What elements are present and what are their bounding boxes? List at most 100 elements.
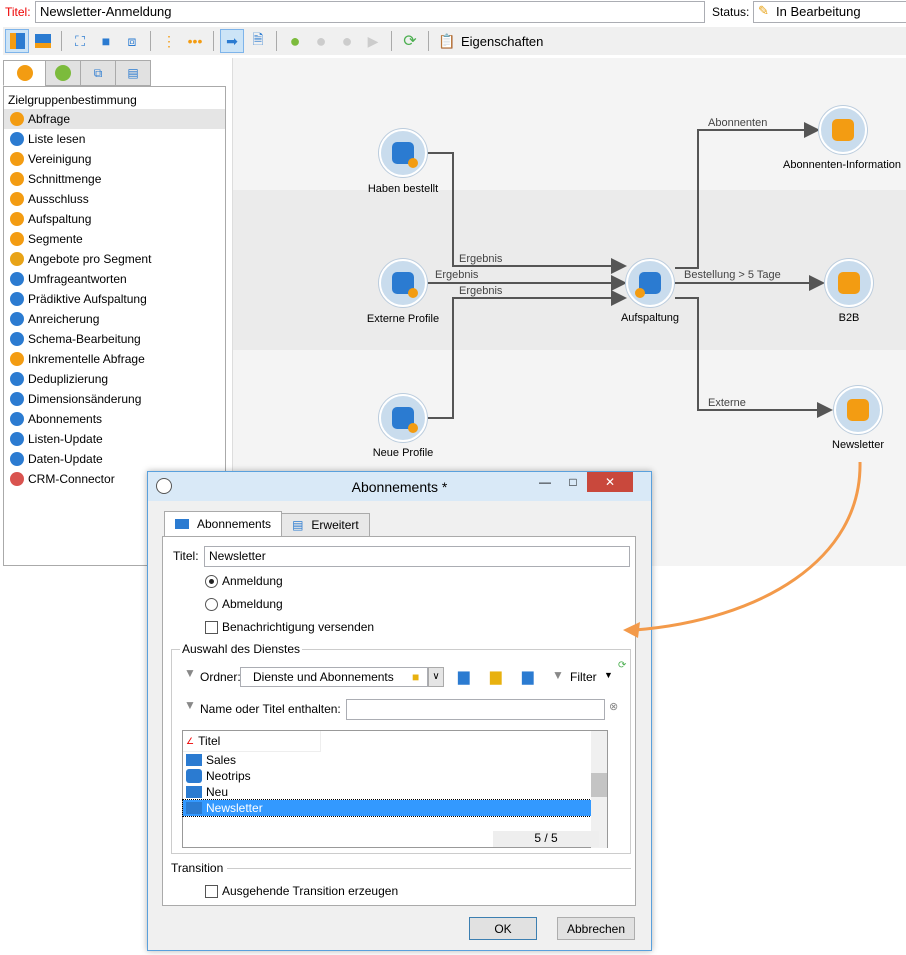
tab-events[interactable]: ▤ (115, 60, 151, 86)
palette-item-label: Schnittmenge (28, 172, 102, 186)
node-b2b[interactable] (825, 259, 873, 307)
tab-actions[interactable]: ⧉ (80, 60, 116, 86)
node-haben-bestellt[interactable] (379, 129, 427, 177)
scrollbar[interactable] (591, 731, 607, 848)
palette-item-label: Umfrageantworten (28, 272, 127, 286)
open-folder-icon[interactable]: ▆ (490, 668, 502, 685)
palette-item[interactable]: Listen-Update (4, 429, 225, 449)
envelope-icon (175, 519, 189, 529)
table-row[interactable]: Neotrips (183, 768, 601, 784)
folder-settings-icon[interactable]: ▆ (522, 668, 534, 685)
minimize-button[interactable]: — (539, 475, 551, 489)
node-externe-profile[interactable] (379, 259, 427, 307)
palette-item[interactable]: Inkrementelle Abfrage (4, 349, 225, 369)
step-icon[interactable]: ▶ (367, 32, 379, 49)
table-row[interactable]: Sales (183, 752, 601, 768)
stop-icon[interactable]: ● (341, 30, 353, 51)
toolbar: ⛶ ■ ⧈ ⋮ ••• ➡ 🗎 ● ● ● ▶ ⟳ 📋 Eigenschafte… (3, 27, 906, 55)
properties-button[interactable]: Eigenschaften (461, 33, 544, 49)
envelope-icon (186, 786, 202, 798)
palette-item-label: Prädiktive Aufspaltung (28, 292, 147, 306)
vertical-dots-icon[interactable]: ⋮ (162, 32, 176, 49)
palette-item[interactable]: Abfrage (4, 109, 225, 129)
node-newsletter[interactable] (834, 386, 882, 434)
palette-item[interactable]: Anreicherung (4, 309, 225, 329)
app-icon (186, 769, 202, 783)
activity-icon (10, 212, 24, 226)
folder-select[interactable]: Dienste und Abonnements (240, 667, 428, 687)
notify-checkbox[interactable]: Benachrichtigung versenden (205, 620, 374, 634)
activity-icon (10, 112, 24, 126)
envelope-icon (186, 754, 202, 766)
cancel-button[interactable]: Abbrechen (557, 917, 635, 940)
palette-item[interactable]: Dimensionsänderung (4, 389, 225, 409)
palette-item[interactable]: Ausschluss (4, 189, 225, 209)
transition-checkbox[interactable]: Ausgehende Transition erzeugen (205, 884, 398, 898)
filter-dropdown-icon[interactable]: ▼ (604, 670, 613, 680)
transition-group: Transition (171, 861, 631, 875)
fit-page-button[interactable]: ⧈ (127, 32, 137, 49)
play-icon[interactable]: ● (289, 30, 301, 51)
palette-tabs: ⧉ ▤ (3, 60, 151, 86)
palette-item[interactable]: Schnittmenge (4, 169, 225, 189)
tab-flow-control[interactable] (45, 60, 81, 86)
palette-item-label: Ausschluss (28, 192, 89, 206)
horizontal-dots-icon[interactable]: ••• (187, 33, 203, 49)
filter-button[interactable]: Filter (570, 670, 597, 684)
tab-abonnements[interactable]: Abonnements (164, 511, 283, 537)
pause-icon[interactable]: ● (315, 30, 327, 51)
refresh-icon[interactable]: ⟳ (618, 660, 627, 671)
palette-item[interactable]: Abonnements (4, 409, 225, 429)
palette-item-label: Inkrementelle Abfrage (28, 352, 145, 366)
palette-item[interactable]: Vereinigung (4, 149, 225, 169)
folder-up-icon[interactable]: ▆ (458, 668, 470, 685)
info-document-button[interactable]: 🗎 (252, 31, 264, 47)
layout-vertical-button[interactable] (5, 29, 29, 53)
ok-button[interactable]: OK (469, 917, 537, 940)
close-button[interactable]: ✕ (587, 472, 633, 492)
radio-unsubscribe[interactable]: Abmeldung (205, 597, 283, 611)
funnel-icon: ▼ (184, 666, 196, 680)
palette-item[interactable]: Angebote pro Segment (4, 249, 225, 269)
node-aufspaltung[interactable] (626, 259, 674, 307)
filter-icon[interactable]: ▼ (552, 668, 564, 682)
status-value: In Bearbeitung (776, 4, 861, 19)
fit-selection-button[interactable]: ⛶ (75, 32, 85, 49)
table-row[interactable]: Newsletter (182, 799, 602, 817)
table-row[interactable]: Neu (183, 784, 601, 800)
palette-item[interactable]: Daten-Update (4, 449, 225, 469)
arrow-right-button[interactable]: ➡ (220, 29, 244, 53)
status-select[interactable]: ✎In Bearbeitung (753, 1, 906, 23)
palette-item[interactable]: Liste lesen (4, 129, 225, 149)
folder-dropdown-button[interactable]: ∨ (428, 667, 444, 687)
group-label: Transition (171, 861, 228, 875)
palette-item[interactable]: CRM-Connector (4, 469, 225, 489)
column-header-title[interactable]: ∠Titel (183, 731, 321, 752)
activity-icon (10, 292, 24, 306)
palette-item[interactable]: Segmente (4, 229, 225, 249)
node-label: B2B (838, 312, 860, 324)
palette-item[interactable]: Aufspaltung (4, 209, 225, 229)
name-filter-input[interactable] (346, 699, 605, 720)
clear-icon[interactable]: ⊗ (609, 701, 619, 713)
refresh-icon[interactable]: ⟳ (403, 33, 417, 50)
node-label: Abonnenten-Information (782, 159, 902, 171)
node-neue-profile[interactable] (379, 394, 427, 442)
edge-label-order: Bestellung > 5 Tage (684, 269, 781, 281)
maximize-button[interactable]: □ (569, 475, 577, 489)
palette-item-label: Segmente (28, 232, 83, 246)
node-abonnenten-information[interactable] (819, 106, 867, 154)
title-input[interactable]: Newsletter-Anmeldung (35, 1, 705, 23)
tab-targeting[interactable] (3, 60, 46, 86)
palette-item[interactable]: Deduplizierung (4, 369, 225, 389)
palette-item[interactable]: Prädiktive Aufspaltung (4, 289, 225, 309)
service-selection-group: Auswahl des Dienstes ▼ Ordner: Dienste u… (171, 642, 631, 854)
dialog-title-input[interactable]: Newsletter (204, 546, 630, 567)
layout-horizontal-button[interactable] (31, 29, 55, 53)
radio-subscribe[interactable]: Anmeldung (205, 574, 283, 588)
actual-size-button[interactable]: ■ (101, 33, 111, 49)
clipboard-icon: ▤ (292, 518, 304, 532)
tab-erweitert[interactable]: ▤Erweitert (281, 513, 370, 537)
palette-item[interactable]: Umfrageantworten (4, 269, 225, 289)
palette-item[interactable]: Schema-Bearbeitung (4, 329, 225, 349)
